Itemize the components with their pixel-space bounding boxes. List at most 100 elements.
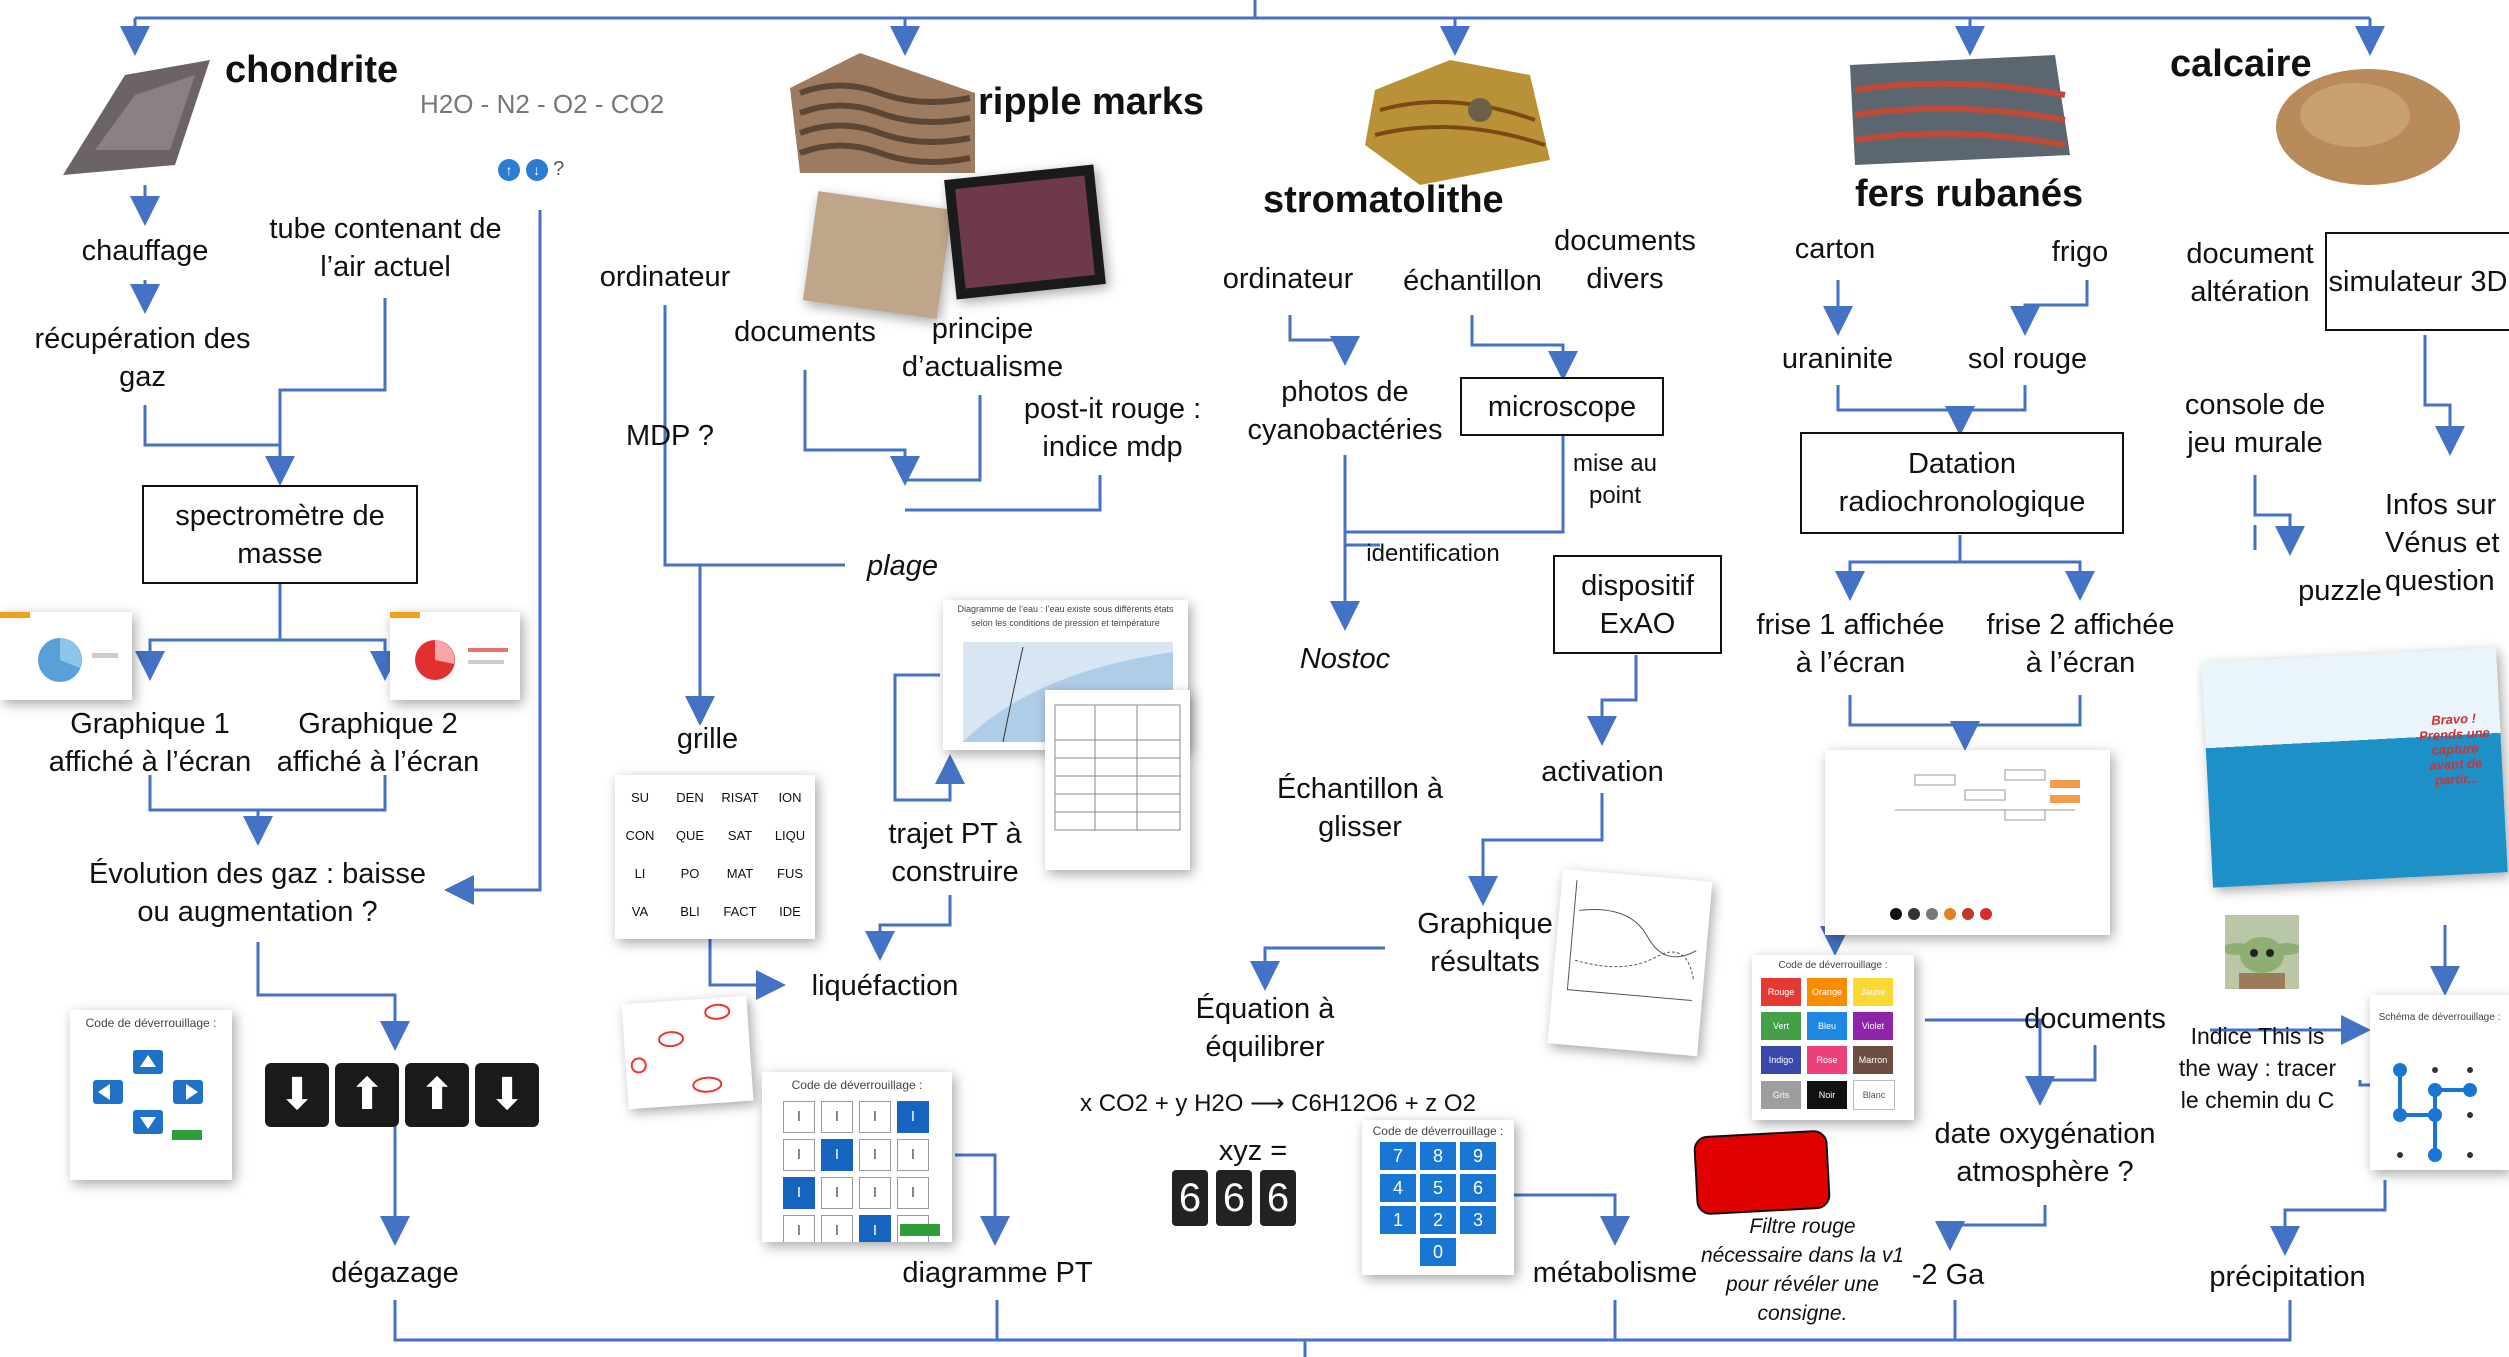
date-oxygenation-label: date oxygénation atmosphère ?: [1934, 1118, 2156, 1188]
sol-rouge-label: sol rouge: [1967, 343, 2088, 375]
grid-checkbox[interactable]: I: [783, 1215, 815, 1242]
keypad-key[interactable]: 3: [1460, 1206, 1496, 1234]
grid-checkbox[interactable]: I: [897, 1139, 929, 1171]
console-label: console de jeu murale: [2184, 389, 2326, 459]
indice-label: Indice This is the way : tracer le chemi…: [2178, 1023, 2337, 1113]
carton-label: carton: [1794, 233, 1876, 265]
frise2-label: frise 2 affichée à l’écran: [1986, 609, 2175, 679]
graphique1-label: Graphique 1 affiché à l’écran: [48, 708, 252, 778]
color-button[interactable]: Marron: [1853, 1046, 1893, 1074]
arrow-down-circle-icon[interactable]: ↓: [525, 159, 548, 181]
keypad-key[interactable]: 1: [1380, 1206, 1416, 1234]
datation-box: Datation radiochronologique: [1800, 432, 2124, 534]
activation-label: activation: [1541, 756, 1664, 788]
identification-label: identification: [1366, 540, 1500, 567]
grid-word: MAT: [726, 866, 754, 881]
color-button[interactable]: Vert: [1761, 1012, 1801, 1040]
keypad-key[interactable]: 0: [1420, 1238, 1456, 1266]
keypad-key[interactable]: 5: [1420, 1174, 1456, 1202]
sort-icons[interactable]: ↑ ↓ ?: [498, 158, 564, 181]
arrow-up-circle-icon[interactable]: ↑: [498, 159, 520, 181]
lock-title: Code de déverrouillage :: [1778, 960, 1888, 971]
grid-checkbox[interactable]: I: [821, 1139, 853, 1171]
grid-checkbox[interactable]: I: [859, 1215, 891, 1242]
plage-label: plage: [867, 550, 938, 582]
color-button[interactable]: Gris: [1761, 1081, 1801, 1109]
grid-checkbox[interactable]: I: [783, 1139, 815, 1171]
ocean-puzzle-screen: Bravo ! Prends une capture avant de part…: [2201, 647, 2508, 888]
keypad-key[interactable]: 7: [1380, 1142, 1416, 1170]
grid-word: LI: [634, 866, 646, 881]
grid-checkbox[interactable]: I: [783, 1101, 815, 1133]
question-mark: ?: [553, 158, 565, 180]
exao-box: dispositif ExAO: [1553, 555, 1722, 654]
puzzle-label: puzzle: [2298, 575, 2382, 607]
grid-word: FUS: [777, 866, 803, 881]
documents-label: documents: [734, 316, 876, 348]
keypad-key[interactable]: 6: [1460, 1174, 1496, 1202]
graphique-resultats-label: Graphique résultats: [1417, 908, 1553, 978]
grid-checkbox[interactable]: I: [859, 1101, 891, 1133]
documents-divers-label: documents divers: [1554, 225, 1696, 295]
pt-chart-title: Diagramme de l’eau : l’eau existe sous d…: [957, 604, 1174, 628]
xyz-label: xyz =: [1218, 1135, 1288, 1167]
grid-word: ION: [778, 790, 802, 805]
grid-checkbox[interactable]: I: [821, 1101, 853, 1133]
arrow-lock-panel: Code de déverrouillage :: [70, 1010, 232, 1180]
calcaire-rock-image: [2276, 69, 2460, 185]
color-button[interactable]: Violet: [1853, 1012, 1893, 1040]
color-button[interactable]: Indigo: [1761, 1046, 1801, 1074]
degazage-label: dégazage: [331, 1257, 459, 1289]
grid-checkbox[interactable]: I: [821, 1177, 853, 1209]
red-filter-swatch: [1693, 1129, 1831, 1216]
checkbox-grid[interactable]: IIIIIIIIIIIIIIII: [762, 1092, 952, 1242]
digit-display: 6: [1260, 1170, 1296, 1226]
ordinateur-label: ordinateur: [1222, 263, 1354, 295]
frise1-label: frise 1 affichée à l’écran: [1756, 609, 1945, 679]
fers-rubanes-rock-image: [1850, 55, 2070, 165]
stromatolithe-title: stromatolithe: [1263, 179, 1504, 221]
mdp-label: MDP ?: [625, 420, 715, 452]
ga-label: -2 Ga: [1911, 1259, 1985, 1291]
schema-title: Schéma de déverrouillage :: [2378, 1012, 2501, 1023]
pattern-path[interactable]: [2370, 1025, 2509, 1165]
echantillon-label: échantillon: [1403, 265, 1542, 297]
grid-checkbox[interactable]: I: [783, 1177, 815, 1209]
color-button[interactable]: Jaune: [1853, 978, 1893, 1006]
ripple-rock-image: [790, 53, 975, 173]
keypad-key[interactable]: 2: [1420, 1206, 1456, 1234]
lock-title: Code de déverrouillage :: [791, 1078, 923, 1092]
yoda-avatar: [2223, 915, 2301, 989]
lock-title: Code de déverrouillage :: [85, 1016, 217, 1030]
ripple-title: ripple marks: [978, 81, 1204, 123]
grid-word: FACT: [723, 904, 757, 919]
keypad-key[interactable]: 9: [1460, 1142, 1496, 1170]
grid-word: VA: [631, 904, 649, 919]
documents-label: documents: [2024, 1003, 2166, 1035]
digit-display: 6: [1216, 1170, 1252, 1226]
graph2-thumbnail: [390, 612, 520, 700]
keypad-key[interactable]: 4: [1380, 1174, 1416, 1202]
chondrite-rock-image: [63, 60, 210, 175]
color-button[interactable]: Noir: [1807, 1081, 1847, 1109]
nostoc-label: Nostoc: [1299, 643, 1391, 675]
color-button[interactable]: Rouge: [1761, 978, 1801, 1006]
grid-checkbox[interactable]: I: [859, 1139, 891, 1171]
grid-checkbox[interactable]: I: [897, 1177, 929, 1209]
grid-checkbox[interactable]: I: [859, 1177, 891, 1209]
grid-checkbox[interactable]: I: [821, 1215, 853, 1242]
color-button[interactable]: Orange: [1807, 978, 1847, 1006]
color-button[interactable]: Rose: [1807, 1046, 1847, 1074]
grid-checkbox[interactable]: I: [897, 1101, 929, 1133]
color-button[interactable]: Blanc: [1853, 1080, 1895, 1110]
mise-au-point-label: mise au point: [1572, 450, 1658, 509]
keypad-key[interactable]: 8: [1420, 1142, 1456, 1170]
bravo-text: Bravo ! Prends une capture avant de part…: [2418, 710, 2491, 788]
stromatolithe-rock-image: [1365, 60, 1550, 185]
color-button[interactable]: Bleu: [1807, 1012, 1847, 1040]
